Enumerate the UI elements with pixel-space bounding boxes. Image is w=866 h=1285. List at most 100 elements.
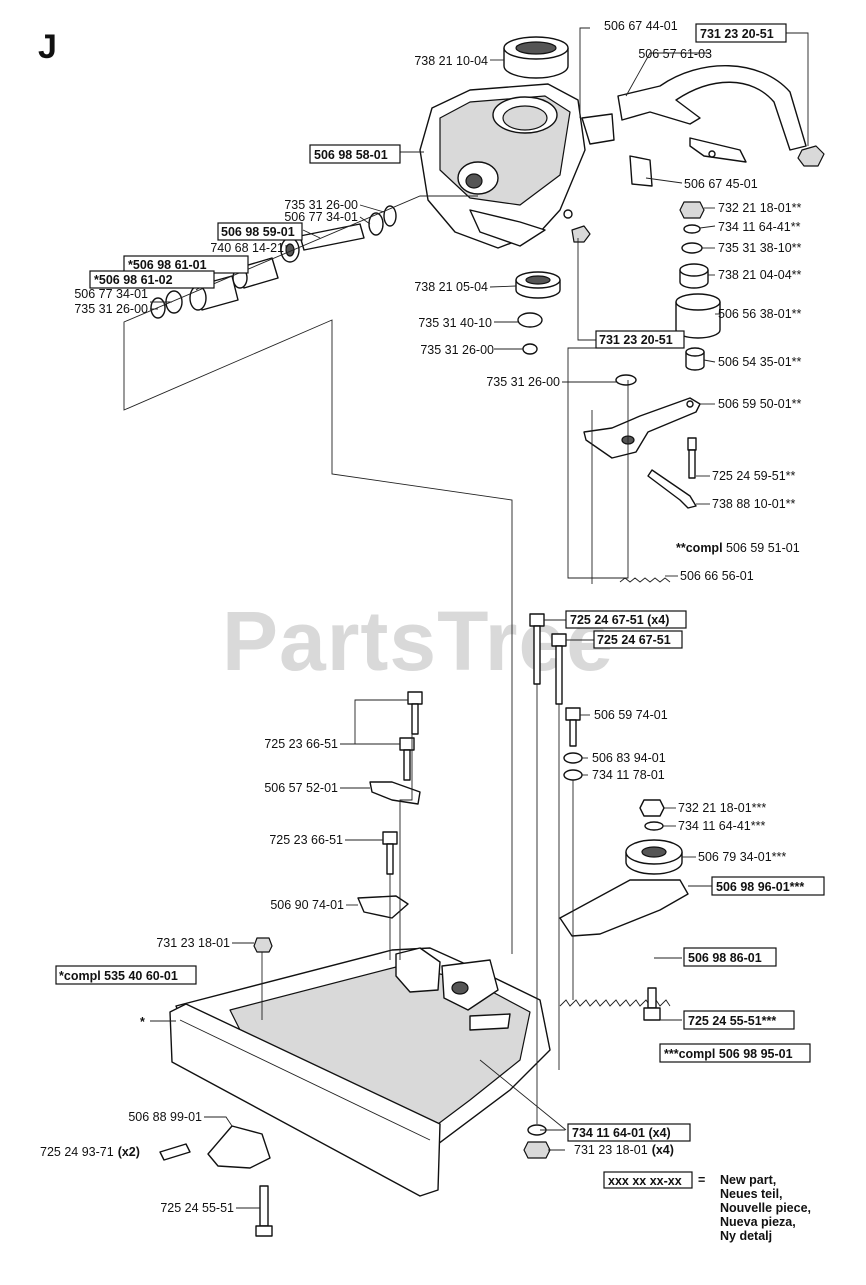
long-bolts <box>529 613 567 705</box>
legend-line-4: Nueva pieza, <box>720 1215 796 1229</box>
label-725-23-66-51-a: 725 23 66-51 <box>264 737 338 751</box>
legend-key-box <box>603 1171 693 1189</box>
label-506-66-56-01: 506 66 56-01 <box>680 569 754 583</box>
label-725-24-55-51-b: 725 24 55-51 <box>160 1201 234 1215</box>
label-725-24-67-51: 725 24 67-51 <box>597 633 671 647</box>
box-506-98-59-01 <box>217 222 303 241</box>
label-506-56-38-01: 506 56 38-01** <box>718 307 802 321</box>
lever-arm <box>583 374 701 459</box>
bracket-lower <box>629 155 653 187</box>
label-740-68-14-21: 740 68 14-21 <box>210 241 284 255</box>
box-506-98-58-01 <box>309 144 401 164</box>
bearing-center <box>515 271 561 355</box>
label-compl-535-40-60-01: *compl 535 40 60-01 <box>59 969 178 983</box>
label-506-57-61-03: 506 57 61-03 <box>638 47 712 61</box>
label-506-90-74-01: 506 90 74-01 <box>270 898 344 912</box>
label-731-23-20-51-top: 731 23 20-51 <box>700 27 774 41</box>
label-735-31-26-00-b: 735 31 26-00 <box>74 302 148 316</box>
base-plate <box>169 947 551 1197</box>
label-735-31-26-00-a: 735 31 26-00 <box>284 198 358 212</box>
gear-housing <box>419 83 586 249</box>
box-731-23-20-51-top <box>695 23 787 43</box>
screw-738-88 <box>647 469 697 509</box>
label-725-24-55-51-a: 725 24 55-51*** <box>688 1014 776 1028</box>
legend-line-1: New part, <box>720 1173 776 1187</box>
legend: xxx xx xx-xx = New part, Neues teil, Nou… <box>603 1171 811 1243</box>
bottom-nut <box>523 1124 551 1159</box>
legend-key: xxx xx xx-xx <box>608 1174 682 1188</box>
label-725-23-66-51-b: 725 23 66-51 <box>269 833 343 847</box>
legend-equals: = <box>698 1173 705 1187</box>
legend-line-2: Neues teil, <box>720 1187 783 1201</box>
spring-small <box>619 577 671 583</box>
box-compl-535-40-60-01 <box>55 965 197 985</box>
label-731-23-18-01-b: 731 23 18-01(x4) <box>574 1143 674 1157</box>
label-506-98-96-01: 506 98 96-01*** <box>716 880 804 894</box>
label-732-21-18-01-a: 732 21 18-01** <box>718 201 802 215</box>
part-labels: 506 67 44-01 731 23 20-51 506 57 61-03 7… <box>40 19 825 1215</box>
label-735-31-40-10: 735 31 40-10 <box>418 316 492 330</box>
label-506-83-94-01: 506 83 94-01 <box>592 751 666 765</box>
bearing-top <box>503 36 569 79</box>
left-bolts <box>382 691 423 875</box>
bolt-725-24-93 <box>159 1143 191 1161</box>
label-738-21-04-04: 738 21 04-04** <box>718 268 802 282</box>
label-506-77-34-01-a: 506 77 34-01 <box>284 210 358 224</box>
label-506-59-74-01: 506 59 74-01 <box>594 708 668 722</box>
bracket-506-90-74 <box>357 895 409 919</box>
label-506-67-44-01: 506 67 44-01 <box>604 19 678 33</box>
strap-band <box>617 65 807 163</box>
nut-strap <box>797 145 825 167</box>
bolt-725-24-55-right <box>643 987 661 1021</box>
bracket-506-57-52 <box>369 781 421 805</box>
leader-lines <box>123 27 809 1209</box>
bolt-725-24-55-bottom <box>255 1185 273 1237</box>
shaft-assembly <box>150 205 397 319</box>
label-734-11-64-01-x4: 734 11 64-01 (x4) <box>572 1126 671 1140</box>
label-506-77-34-01-b: 506 77 34-01 <box>74 287 148 301</box>
label-734-11-64-41-a: 734 11 64-41** <box>718 220 801 234</box>
box-731-23-20-51-mid <box>595 330 685 349</box>
bracket-506-88-99 <box>207 1125 271 1169</box>
page-letter: J <box>38 28 57 66</box>
label-506-59-50-01: 506 59 50-01** <box>718 397 802 411</box>
label-738-21-10-04: 738 21 10-04 <box>414 54 488 68</box>
label-506-54-35-01: 506 54 35-01** <box>718 355 802 369</box>
label-731-23-20-51-mid: 731 23 20-51 <box>599 333 673 347</box>
legend-line-3: Nouvelle piece, <box>720 1201 811 1215</box>
compl-506-59-51-01: **compl 506 59 51-01 <box>676 541 800 555</box>
box-506-98-96-01 <box>711 876 825 896</box>
nut-731-23-18 <box>253 937 273 953</box>
label-731-23-18-01-a: 731 23 18-01 <box>156 936 230 950</box>
label-506-79-34-01: 506 79 34-01*** <box>698 850 786 864</box>
nut-center <box>571 225 591 243</box>
label-506-67-45-01: 506 67 45-01 <box>684 177 758 191</box>
tensioner-arm <box>559 879 689 937</box>
right-bolt-washers <box>563 707 583 781</box>
label-725-24-67-51-x4: 725 24 67-51 (x4) <box>570 613 669 627</box>
box-725-24-67-51-x4 <box>565 610 687 629</box>
right-stack <box>675 201 721 371</box>
box-506-98-86-01 <box>683 947 777 967</box>
label-725-24-93-71: 725 24 93-71(x2) <box>40 1145 140 1159</box>
label-506-98-61-02: *506 98 61-02 <box>94 273 173 287</box>
label-star: * <box>140 1015 145 1029</box>
label-735-31-38-10: 735 31 38-10** <box>718 241 802 255</box>
bracket-upper <box>581 113 615 145</box>
label-506-98-59-01: 506 98 59-01 <box>221 225 295 239</box>
box-734-11-64-01-x4 <box>567 1123 691 1142</box>
label-734-11-64-41-b: 734 11 64-41*** <box>678 819 765 833</box>
label-735-31-26-00-c: 735 31 26-00 <box>420 343 494 357</box>
bolt-725-24-59 <box>687 437 697 479</box>
box-506-98-61-02 <box>89 270 215 289</box>
label-506-98-58-01: 506 98 58-01 <box>314 148 388 162</box>
box-725-24-55-51-a <box>683 1010 795 1030</box>
label-734-11-78-01: 734 11 78-01 <box>592 768 665 782</box>
label-506-88-99-01: 506 88 99-01 <box>128 1110 202 1124</box>
label-732-21-18-01-b: 732 21 18-01*** <box>678 801 766 815</box>
label-738-21-05-04: 738 21 05-04 <box>414 280 488 294</box>
label-506-98-61-01: *506 98 61-01 <box>128 258 207 272</box>
label-725-24-59-51: 725 24 59-51** <box>712 469 796 483</box>
